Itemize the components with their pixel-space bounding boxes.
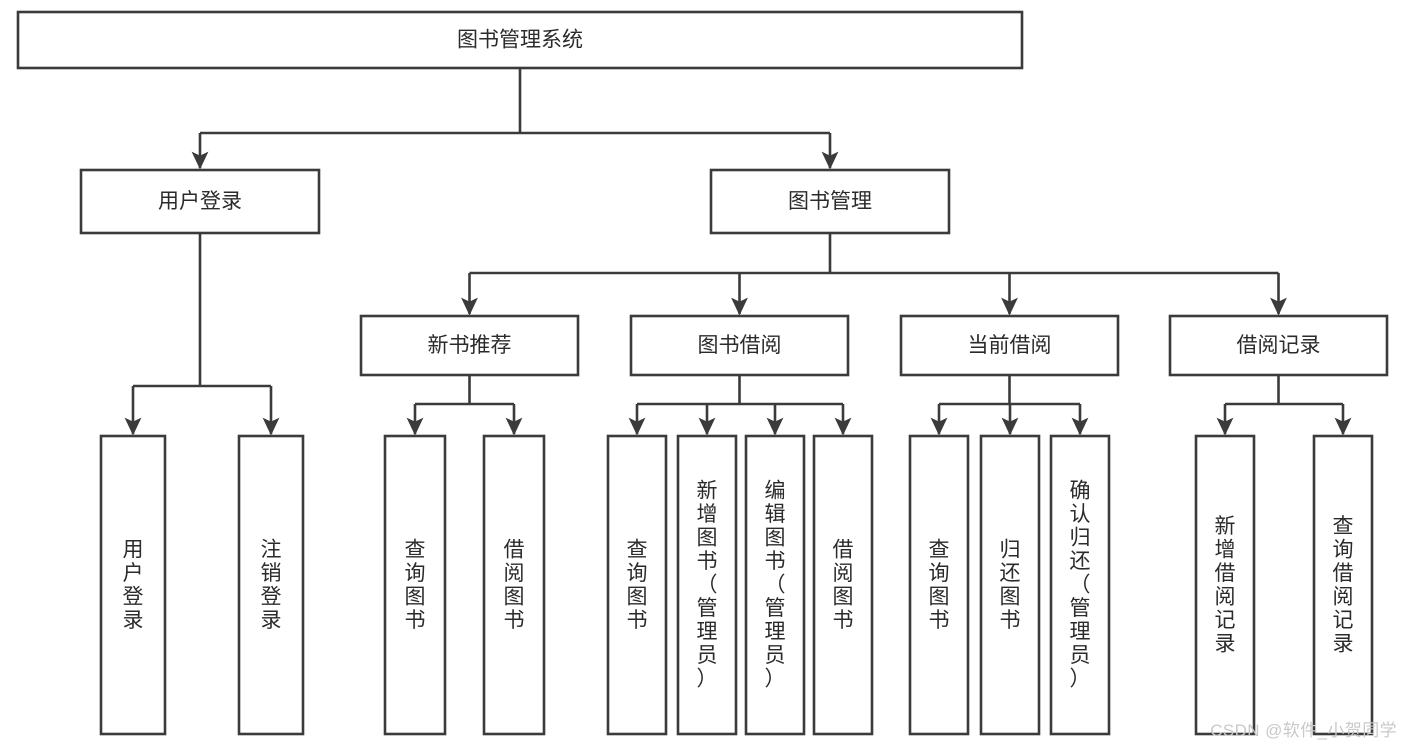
node-leaf-8-label: 查询图书 — [929, 538, 950, 632]
node-l2-1-label: 图书管理 — [788, 190, 872, 213]
node-leaf-7-box[interactable] — [812, 434, 874, 736]
node-l3-1[interactable]: 图书借阅 — [629, 314, 850, 377]
node-l3-2-label: 当前借阅 — [968, 334, 1052, 357]
node-leaf-9-label: 归还图书 — [1000, 538, 1021, 632]
node-leaf-12[interactable]: 查询借阅记录 — [1312, 434, 1374, 736]
node-leaf-11[interactable]: 新增借阅记录 — [1194, 434, 1256, 736]
node-leaf-6-label: 编辑图书（管理员） — [765, 480, 786, 691]
node-leaf-3[interactable]: 借阅图书 — [482, 434, 546, 736]
node-leaf-0[interactable]: 用户登录 — [99, 434, 167, 736]
node-leaf-4-box[interactable] — [606, 434, 668, 736]
node-leaf-3-label: 借阅图书 — [504, 538, 525, 632]
node-leaf-10-box[interactable] — [1049, 434, 1111, 736]
node-l3-0-box[interactable] — [359, 314, 580, 377]
node-leaf-0-box[interactable] — [99, 434, 167, 736]
node-root-system-box[interactable] — [16, 10, 1024, 70]
node-leaf-6[interactable]: 编辑图书（管理员） — [744, 434, 806, 736]
node-l3-3-label: 借阅记录 — [1237, 334, 1321, 357]
node-leaf-5[interactable]: 新增图书（管理员） — [676, 434, 738, 736]
node-leaf-2-box[interactable] — [383, 434, 447, 736]
node-l3-0[interactable]: 新书推荐 — [359, 314, 580, 377]
node-l3-0-label: 新书推荐 — [428, 334, 512, 357]
node-l2-0-label: 用户登录 — [158, 190, 242, 213]
node-leaf-9-box[interactable] — [979, 434, 1041, 736]
node-leaf-1-label: 注销登录 — [261, 538, 282, 632]
node-root-system[interactable]: 图书管理系统 — [16, 10, 1024, 70]
node-leaf-1-box[interactable] — [237, 434, 305, 736]
node-leaf-4[interactable]: 查询图书 — [606, 434, 668, 736]
node-l3-1-label: 图书借阅 — [698, 334, 782, 357]
node-leaf-0-label: 用户登录 — [123, 538, 144, 632]
node-l2-0[interactable]: 用户登录 — [79, 168, 321, 235]
node-root-system-label: 图书管理系统 — [457, 29, 583, 52]
node-leaf-10[interactable]: 确认归还（管理员） — [1049, 434, 1111, 736]
node-leaf-11-label: 新增借阅记录 — [1215, 515, 1236, 656]
node-leaf-5-box[interactable] — [676, 434, 738, 736]
node-l3-2-box[interactable] — [899, 314, 1120, 377]
node-leaf-12-label: 查询借阅记录 — [1333, 515, 1354, 656]
node-l3-3[interactable]: 借阅记录 — [1168, 314, 1389, 377]
node-layer: 图书管理系统用户登录图书管理新书推荐图书借阅当前借阅借阅记录用户登录注销登录查询… — [16, 10, 1389, 736]
node-leaf-1[interactable]: 注销登录 — [237, 434, 305, 736]
node-leaf-11-box[interactable] — [1194, 434, 1256, 736]
node-leaf-2-label: 查询图书 — [405, 538, 426, 632]
node-leaf-4-label: 查询图书 — [627, 538, 648, 632]
node-leaf-9[interactable]: 归还图书 — [979, 434, 1041, 736]
edge-layer — [124, 68, 1352, 436]
node-l3-2[interactable]: 当前借阅 — [899, 314, 1120, 377]
node-leaf-7-label: 借阅图书 — [833, 538, 854, 632]
node-leaf-7[interactable]: 借阅图书 — [812, 434, 874, 736]
node-leaf-12-box[interactable] — [1312, 434, 1374, 736]
node-l2-0-box[interactable] — [79, 168, 321, 235]
node-leaf-2[interactable]: 查询图书 — [383, 434, 447, 736]
node-l3-3-box[interactable] — [1168, 314, 1389, 377]
node-leaf-3-box[interactable] — [482, 434, 546, 736]
node-leaf-10-label: 确认归还（管理员） — [1070, 480, 1091, 691]
node-leaf-5-label: 新增图书（管理员） — [697, 480, 718, 691]
node-l3-1-box[interactable] — [629, 314, 850, 377]
node-l2-1-box[interactable] — [709, 168, 951, 235]
node-l2-1[interactable]: 图书管理 — [709, 168, 951, 235]
node-leaf-8[interactable]: 查询图书 — [908, 434, 970, 736]
node-leaf-8-box[interactable] — [908, 434, 970, 736]
watermark-text: CSDN @软件_小贺同学 — [1210, 721, 1397, 740]
node-leaf-6-box[interactable] — [744, 434, 806, 736]
